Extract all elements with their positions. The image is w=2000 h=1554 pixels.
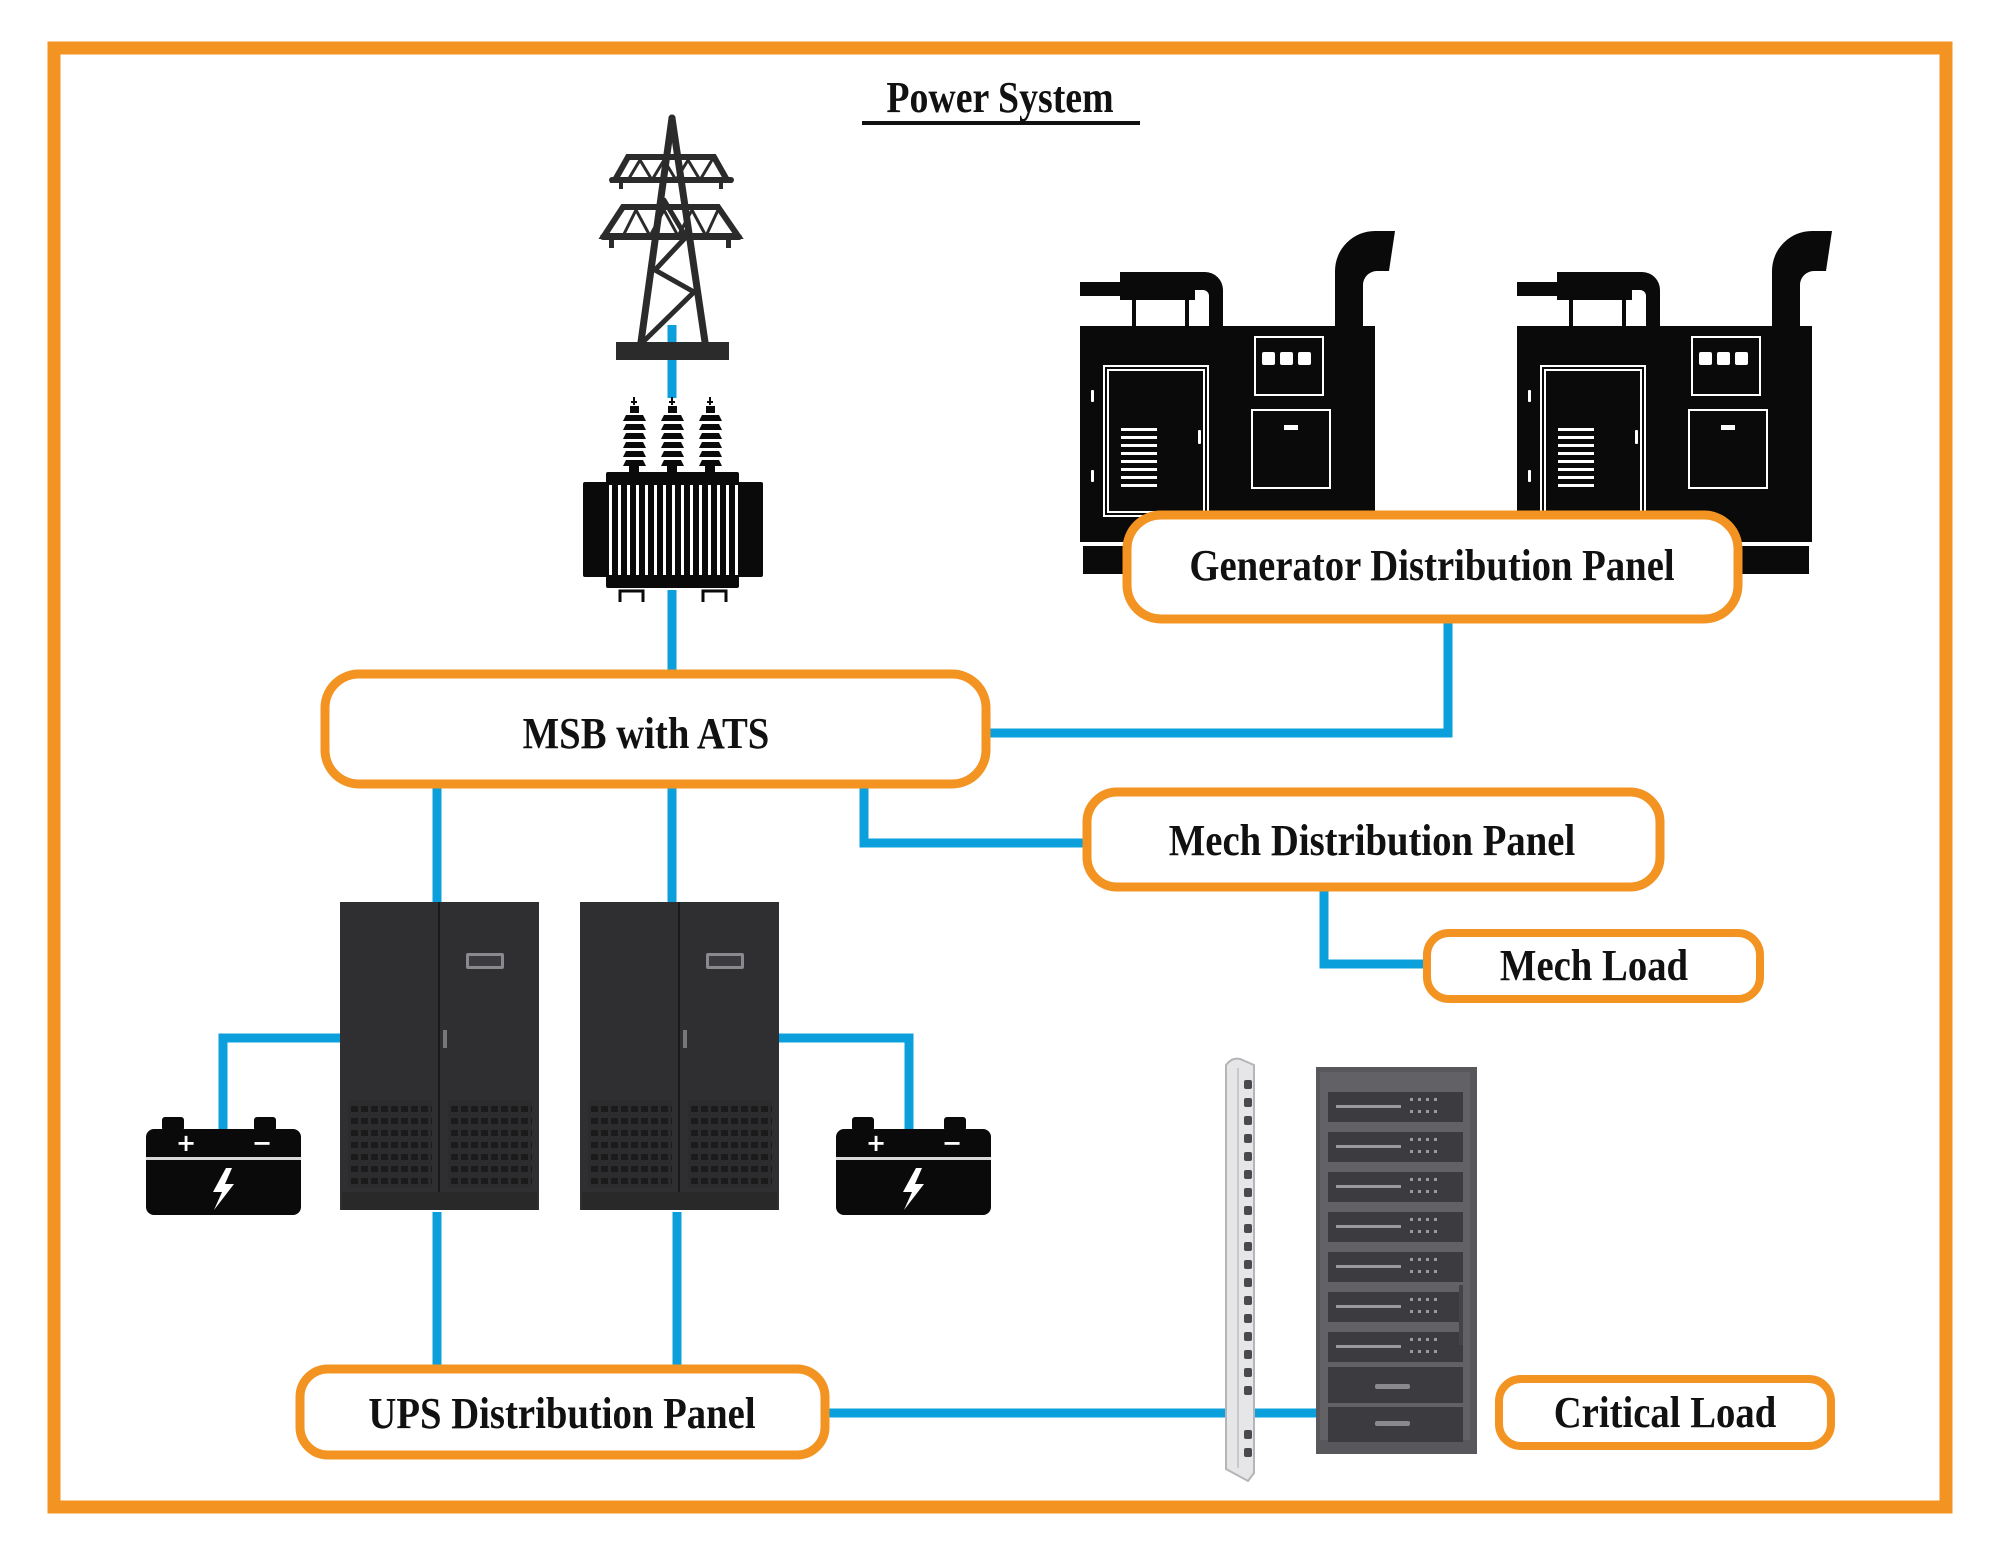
gen-panel-label: Generator Distribution Panel	[1189, 541, 1674, 590]
connector-genpanel-msb	[990, 620, 1453, 738]
ups-distribution-panel[interactable]: UPS Distribution Panel	[295, 1364, 830, 1460]
diagram-title: Power System	[886, 72, 1113, 121]
lightning-bolt-icon	[213, 1168, 234, 1210]
battery-minus: −	[942, 1129, 962, 1157]
battery-icon: + −	[836, 1117, 991, 1215]
generator-distribution-panel[interactable]: Generator Distribution Panel	[1122, 510, 1743, 624]
bushing	[699, 397, 722, 472]
connector-mechpanel-mechload	[1319, 890, 1424, 969]
server-unit	[1328, 1132, 1463, 1162]
battery-plus: +	[176, 1129, 196, 1157]
mech-panel-label: Mech Distribution Panel	[1169, 816, 1575, 865]
title-underline	[862, 121, 1140, 125]
outer-frame	[47, 41, 1953, 1514]
connector-ups2-battery2	[779, 1033, 914, 1131]
ups-panel-label: UPS Distribution Panel	[368, 1389, 755, 1438]
battery-minus: −	[252, 1129, 272, 1157]
msb-with-ats[interactable]: MSB with ATS	[320, 669, 991, 789]
bushing	[623, 397, 646, 472]
transmission-tower-icon	[598, 114, 744, 360]
generator-icon	[1517, 231, 1832, 574]
server-rack-icon	[1316, 1067, 1477, 1454]
transformer-icon	[583, 397, 763, 602]
pdu-strip-icon	[1225, 1057, 1255, 1483]
mech-load-label: Mech Load	[1500, 941, 1688, 990]
connector-msb-mechpanel	[859, 788, 1084, 848]
battery-icon: + −	[146, 1117, 301, 1215]
critical-load[interactable]: Critical Load	[1495, 1375, 1835, 1450]
battery-plus: +	[866, 1129, 886, 1157]
mech-load[interactable]: Mech Load	[1423, 929, 1764, 1003]
server-unit	[1328, 1212, 1463, 1242]
server-unit	[1328, 1292, 1463, 1322]
ups-cabinet-icon	[340, 902, 539, 1210]
connector-ups1-battery1	[218, 1033, 340, 1131]
msb-label: MSB with ATS	[523, 709, 770, 758]
mech-distribution-panel[interactable]: Mech Distribution Panel	[1082, 787, 1665, 892]
server-unit	[1328, 1172, 1463, 1202]
server-unit	[1328, 1332, 1463, 1362]
lightning-bolt-icon	[903, 1168, 924, 1210]
bushing	[661, 397, 684, 472]
critical-load-label: Critical Load	[1554, 1388, 1777, 1437]
ups-cabinet-icon	[580, 902, 779, 1210]
server-unit	[1328, 1252, 1463, 1282]
